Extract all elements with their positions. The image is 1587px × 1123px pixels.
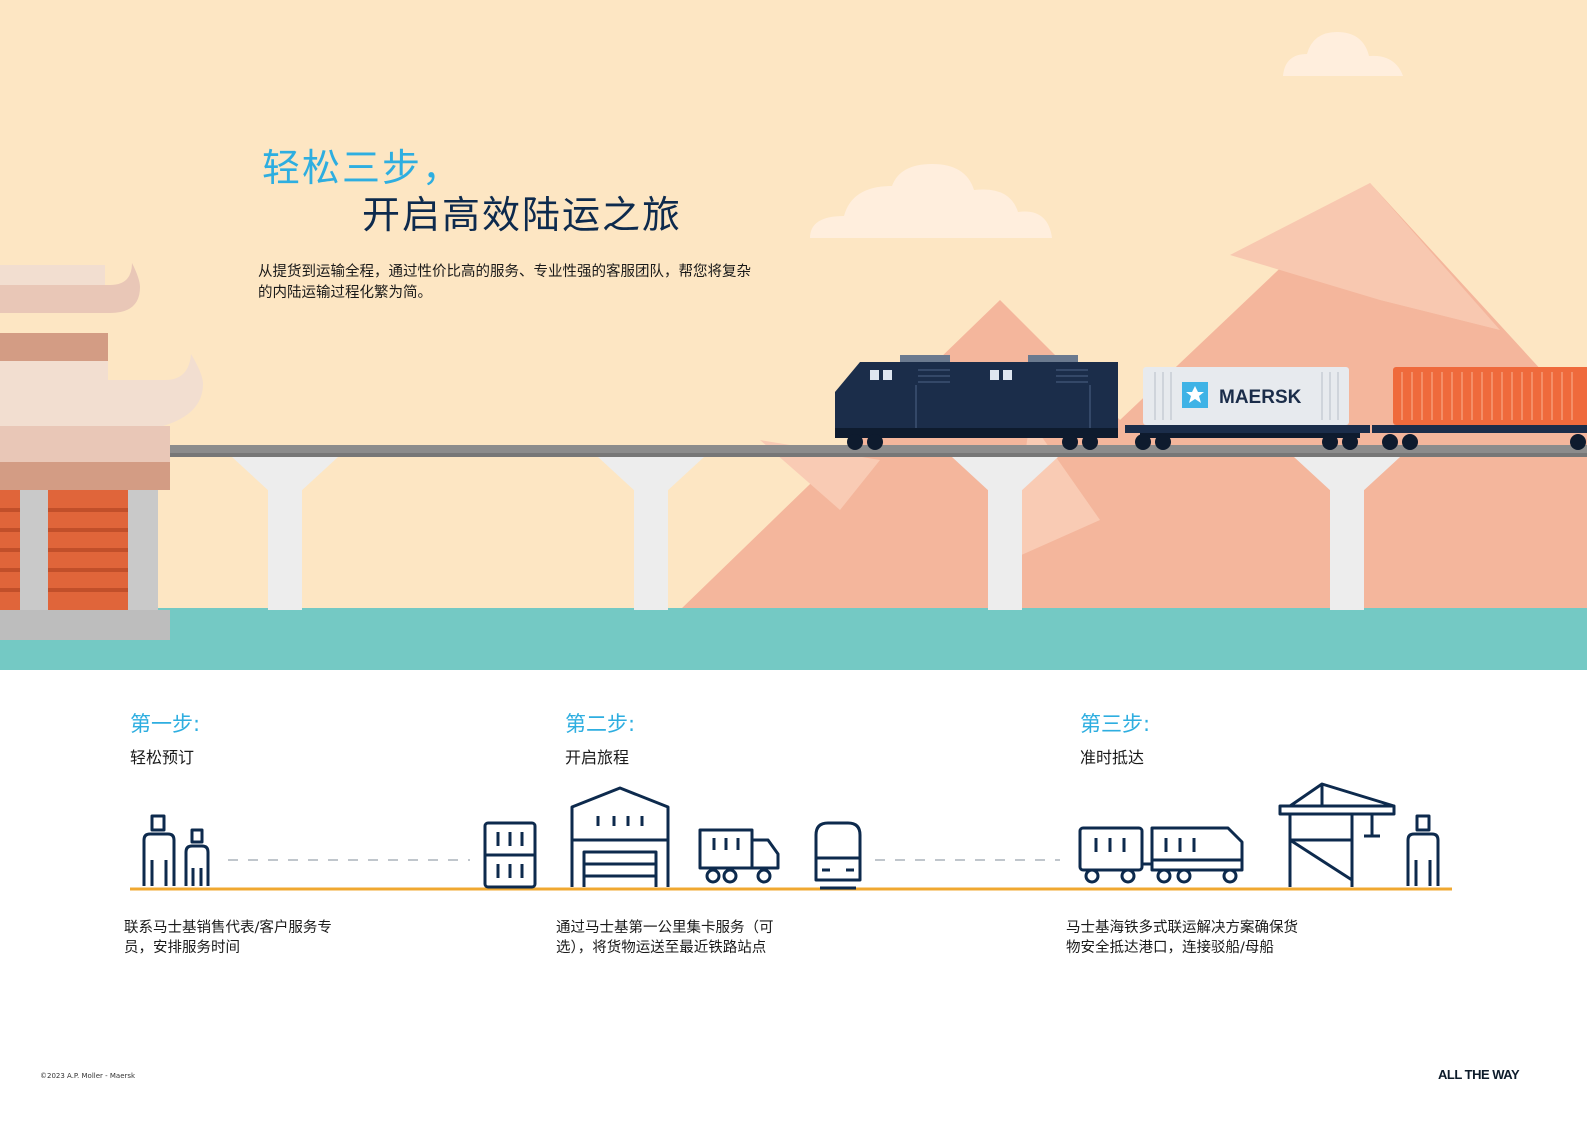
step1-description: 联系马士基销售代表/客户服务专员，安排服务时间 — [124, 920, 332, 956]
pagoda-icon — [0, 263, 203, 640]
person-icon — [1406, 814, 1440, 886]
hero-title-line2: 开启高效陆运之旅 — [362, 193, 683, 237]
maersk-logo-text: MAERSK — [1219, 387, 1302, 408]
freight-train-icon — [1078, 826, 1244, 884]
step3-title: 第三步: — [1080, 712, 1151, 736]
locomotive-icon — [835, 355, 1118, 450]
truck-icon — [698, 828, 780, 884]
train-front-icon — [814, 821, 862, 890]
container-wagon-icon: MAERSK — [1125, 367, 1370, 450]
step1-title: 第一步: — [130, 712, 201, 736]
step3-description: 马士基海铁多式联运解决方案确保货物安全抵达港口，连接驳船/母船 — [1066, 920, 1298, 956]
step2-description: 通过马士基第一公里集卡服务（可选），将货物运送至最近铁路站点 — [556, 920, 774, 956]
hero-title-line1: 轻松三步， — [262, 146, 463, 190]
copyright-text: ©2023 A.P. Moller - Maersk — [40, 1072, 136, 1080]
hero-illustration: MAERSK — [0, 32, 1587, 670]
orange-container-wagon-icon — [1372, 367, 1587, 450]
hero-banner: MAERSK 轻松三步， 开启高效陆运之旅 — [0, 0, 1587, 670]
step1-subtitle: 轻松预订 — [130, 748, 195, 767]
water — [0, 608, 1587, 670]
cloud-icon — [810, 32, 1403, 238]
step2-title: 第二步: — [565, 712, 636, 736]
warehouse-icon — [570, 786, 670, 887]
step3-subtitle: 准时抵达 — [1080, 748, 1145, 767]
port-crane-icon — [1278, 782, 1396, 887]
steps-timeline-illustration — [130, 782, 1452, 891]
step2-subtitle: 开启旅程 — [565, 748, 630, 767]
container-stack-icon — [483, 821, 537, 889]
brand-tagline: ALL THE WAY — [1438, 1067, 1520, 1082]
people-icon — [142, 814, 210, 886]
bridge-deck — [160, 445, 1587, 455]
hero-intro-text: 从提货到运输全程，通过性价比高的服务、专业性强的客服团队，帮您将复杂的内陆运输过… — [258, 264, 751, 301]
bridge-piers — [232, 457, 1400, 610]
